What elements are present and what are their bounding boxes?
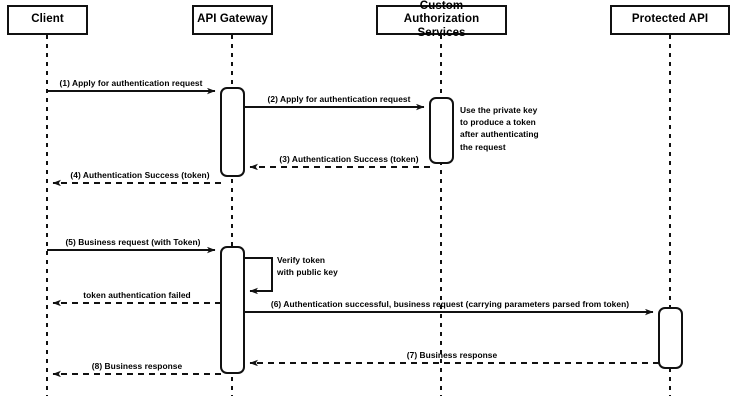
activation-protected-api-1	[658, 307, 683, 369]
message-label-5: (5) Business request (with Token)	[65, 237, 201, 247]
self-message-label-verify-token-line2: with public key	[277, 267, 338, 277]
message-label-2: (2) Apply for authentication request	[267, 94, 411, 104]
activation-custom-auth-1	[429, 97, 454, 164]
arrow-self-message-verify-token	[244, 257, 273, 295]
self-message-label-verify-token-line1: Verify token	[277, 255, 326, 265]
message-label-1: (1) Apply for authentication request	[59, 78, 203, 88]
participant-label-client: Client	[31, 13, 64, 26]
note-private-key: Use the private key to produce a token a…	[460, 105, 539, 152]
activation-api-gateway-1	[220, 87, 245, 177]
activation-api-gateway-2	[220, 246, 245, 374]
participant-header-protected-api[interactable]: Protected API	[610, 5, 730, 35]
participant-label-api-gateway: API Gateway	[197, 13, 268, 26]
message-label-4: (4) Authentication Success (token)	[70, 170, 210, 180]
participant-header-api-gateway[interactable]: API Gateway	[192, 5, 273, 35]
message-label-8: (8) Business response	[91, 361, 183, 371]
message-label-token-failed: token authentication failed	[83, 290, 191, 300]
participant-label-custom-auth: Custom Authorization Services	[403, 0, 480, 39]
participant-label-protected-api: Protected API	[631, 13, 709, 26]
participant-header-custom-auth[interactable]: Custom Authorization Services	[376, 0, 507, 39]
message-label-3: (3) Authentication Success (token)	[279, 154, 419, 164]
participant-header-client[interactable]: Client	[7, 5, 88, 35]
message-label-7: (7) Business response	[406, 350, 498, 360]
message-label-6: (6) Authentication successful, business …	[270, 299, 630, 309]
